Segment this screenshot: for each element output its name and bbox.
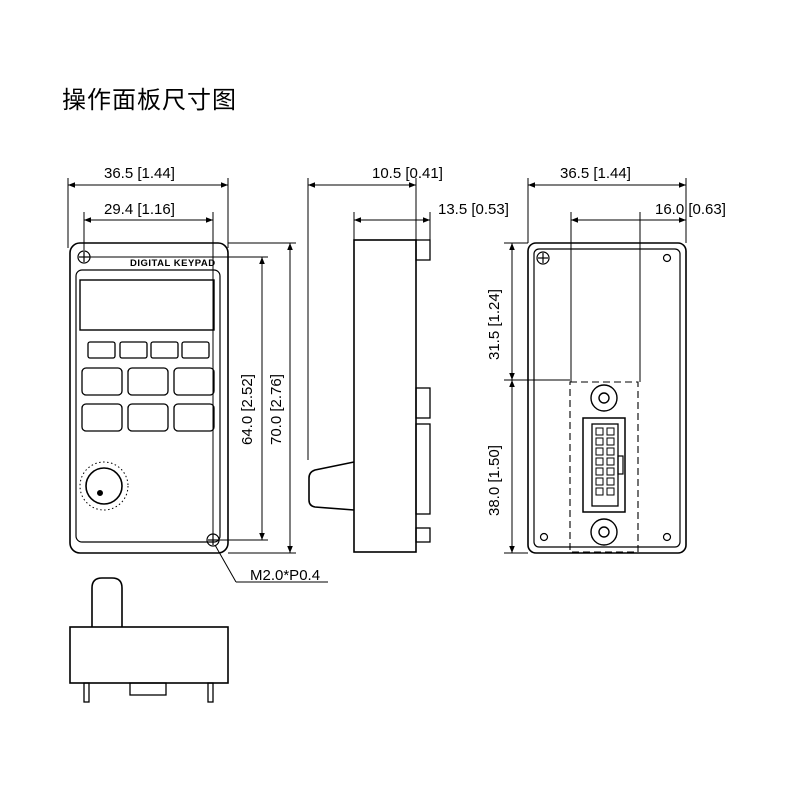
back-hole-top-right (662, 253, 672, 263)
connector-pins (595, 427, 615, 496)
screw-note: M2.0*P0.4 (250, 567, 320, 584)
side-pin-bottom (415, 527, 431, 543)
back-body-outline (527, 242, 687, 554)
standoff-bottom (590, 518, 618, 546)
side-connector-lower (415, 423, 431, 515)
small-key-4 (181, 341, 210, 359)
small-key-3 (150, 341, 179, 359)
side-view (308, 239, 431, 553)
connector-housing (582, 417, 626, 513)
small-key-2 (119, 341, 148, 359)
dim-side-depth: 10.5 [0.41] (372, 165, 443, 182)
side-connector-upper (415, 387, 431, 419)
bottom-view (69, 577, 229, 703)
key-r2-c1 (81, 403, 123, 432)
connector-keepout (569, 381, 639, 553)
standoff-top (590, 384, 618, 412)
bottom-connector (129, 682, 167, 696)
bottom-body-outline (69, 626, 229, 684)
dim-front-hole-height: 64.0 [2.52] (239, 374, 256, 445)
side-knob (308, 461, 355, 511)
dim-front-hole-width: 29.4 [1.16] (104, 201, 175, 218)
side-body-outline (353, 239, 417, 553)
key-r1-c2 (127, 367, 169, 396)
bottom-knob-shaft (91, 577, 123, 627)
key-r1-c3 (173, 367, 215, 396)
key-r1-c1 (81, 367, 123, 396)
front-dimensions (67, 178, 328, 583)
back-dimensions (504, 178, 687, 554)
dim-front-width: 36.5 [1.44] (104, 165, 175, 182)
side-dimensions (307, 178, 431, 460)
dim-back-connector-offset: 16.0 [0.63] (655, 201, 726, 218)
keypad-label: DIGITAL KEYPAD (130, 258, 216, 269)
back-hole-bottom-left (539, 532, 549, 542)
dim-back-lower-height: 38.0 [1.50] (486, 445, 503, 516)
side-pin-top (415, 239, 431, 261)
dim-back-upper-height: 31.5 [1.24] (486, 289, 503, 360)
bottom-pin-right (207, 682, 214, 703)
back-screw-icon (536, 251, 550, 265)
key-r2-c2 (127, 403, 169, 432)
dim-side-total-depth: 13.5 [0.53] (438, 201, 509, 218)
key-r2-c3 (173, 403, 215, 432)
dim-front-height: 70.0 [2.76] (268, 374, 285, 445)
connector-latch (617, 455, 624, 475)
back-view (527, 242, 687, 554)
back-inner-outline (533, 248, 681, 548)
front-body-outline (69, 242, 229, 554)
knob-icon (79, 461, 129, 511)
front-view (69, 242, 229, 554)
back-hole-bottom-right (662, 532, 672, 542)
page-title: 操作面板尺寸图 (62, 86, 237, 114)
display-window (79, 279, 215, 331)
bottom-pin-left (83, 682, 90, 703)
dim-back-width: 36.5 [1.44] (560, 165, 631, 182)
small-key-1 (87, 341, 116, 359)
front-bezel (75, 269, 221, 543)
